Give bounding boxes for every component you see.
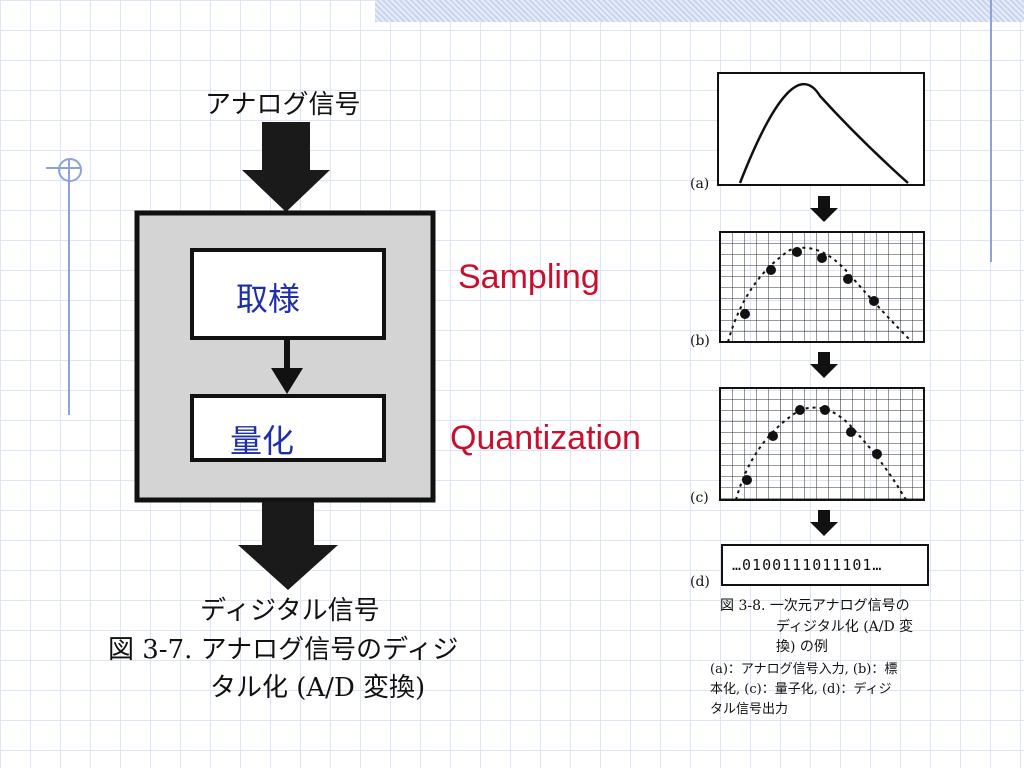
- panel-b-tag: (b): [690, 333, 710, 349]
- slide-top-band: [375, 0, 1024, 22]
- figure-3-8-caption-line1: 図 3-8. 一次元アナログ信号の: [720, 598, 910, 614]
- arrow-a-b: [810, 196, 838, 222]
- sampling-curve: [727, 246, 913, 343]
- quantized-point: [742, 475, 752, 485]
- slide-bullet-ring: [58, 158, 82, 182]
- sampling-annotation: Sampling: [458, 258, 600, 296]
- figure-3-7-caption-line2: タル化 (A/D 変換): [210, 673, 426, 703]
- quantization-jp-label: 量化: [230, 422, 295, 460]
- figure-3-8-caption-line2: ディジタル化 (A/D 変: [776, 619, 914, 635]
- panel-b-grid: [719, 231, 925, 343]
- analog-curve: [738, 83, 909, 184]
- sample-points: [740, 247, 879, 319]
- panel-c-tag: (c): [690, 490, 709, 506]
- analog-signal-label: アナログ信号: [205, 90, 361, 120]
- arrow-b-c: [810, 352, 838, 378]
- panel-d-frame: [721, 544, 929, 586]
- sample-point: [817, 253, 827, 263]
- sampling-jp-label: 取様: [236, 280, 301, 318]
- quantized-points: [742, 405, 882, 485]
- sample-point: [766, 265, 776, 275]
- bit-sequence: …0100111011101…: [732, 556, 883, 574]
- slide-left-rule: [68, 160, 70, 415]
- quantized-point: [820, 405, 830, 415]
- sample-point: [843, 274, 853, 284]
- panel-d-tag: (d): [690, 574, 710, 590]
- quantization-box: [190, 394, 386, 462]
- quantized-point: [795, 405, 805, 415]
- output-arrow: [238, 502, 338, 590]
- sample-point: [792, 247, 802, 257]
- input-arrow: [242, 122, 330, 212]
- sample-point: [869, 296, 879, 306]
- figure-3-7-caption-line1: 図 3-7. アナログ信号のディジ: [108, 635, 459, 665]
- arrow-c-d: [810, 510, 838, 536]
- figure-3-8-caption-line3: 換) の例: [776, 639, 828, 655]
- quantized-point: [846, 427, 856, 437]
- figure-3-8-note-line1: (a)：アナログ信号入力, (b)：標: [710, 662, 898, 677]
- sample-point: [740, 309, 750, 319]
- mid-arrow-head: [271, 368, 303, 394]
- slide-right-rule: [990, 0, 992, 262]
- digital-signal-label: ディジタル信号: [200, 596, 380, 626]
- quantized-point: [768, 431, 778, 441]
- quantization-annotation: Quantization: [450, 419, 641, 457]
- panel-a-tag: (a): [690, 176, 710, 192]
- figure-3-8-note-line3: タル信号出力: [710, 702, 789, 717]
- sampling-box: [190, 248, 386, 340]
- quantized-point: [872, 449, 882, 459]
- figure-3-8-note-line2: 本化, (c)：量子化, (d)：ディジ: [710, 682, 892, 697]
